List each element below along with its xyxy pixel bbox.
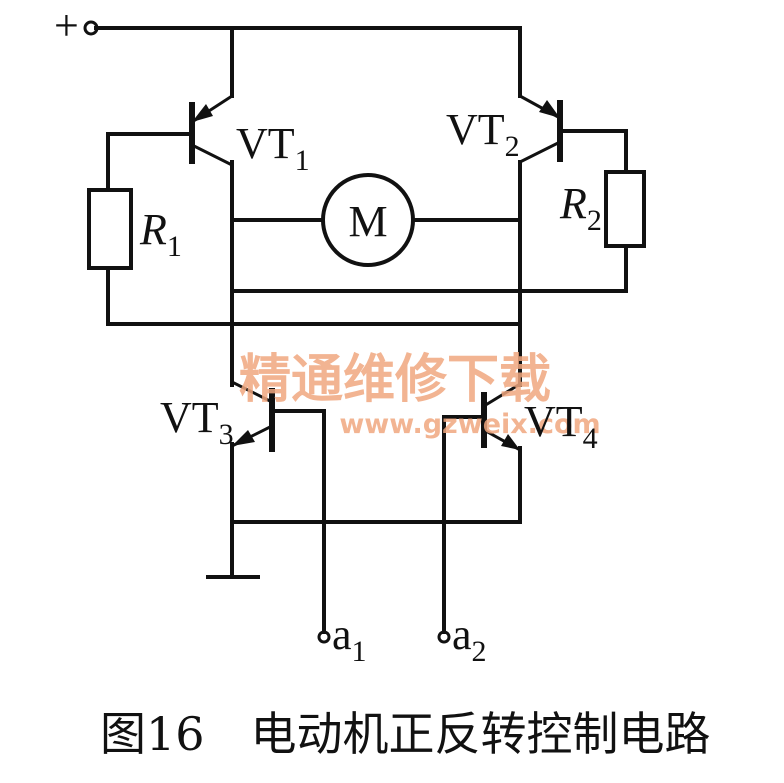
- r2-cross-wire: [230, 244, 628, 293]
- vt2-transistor-icon: [519, 94, 563, 164]
- figure-number: 图16: [100, 707, 205, 761]
- vt1-label: VT1: [236, 119, 310, 177]
- vt1-base-wire: [106, 132, 194, 192]
- r1-resistor-icon: [87, 188, 133, 270]
- vt1-transistor-icon: [189, 94, 233, 167]
- supply-terminal-icon: [83, 20, 99, 36]
- watermark-url: www.gzweix.com: [339, 409, 600, 440]
- motor-icon: [321, 173, 415, 267]
- vt4-transistor-icon: [481, 382, 521, 452]
- vt2-base-wire: [558, 129, 628, 174]
- r1-cross-wire: [106, 266, 522, 326]
- r2-resistor-icon: [604, 170, 646, 248]
- r1-label: R1: [139, 205, 182, 263]
- a2-terminal-icon: [437, 630, 451, 644]
- vt2-label: VT2: [446, 105, 520, 163]
- figure-title: 电动机正反转控制电路: [251, 707, 711, 761]
- watermark-text: 精通维修下载: [239, 350, 551, 410]
- a1-terminal-icon: [317, 630, 331, 644]
- vt4-label: VT4: [524, 397, 598, 455]
- vt3-transistor-icon: [231, 380, 275, 452]
- a2-label: a2: [452, 610, 487, 668]
- vt4-base-wire: [442, 415, 486, 634]
- figure-caption: 图16 电动机正反转控制电路: [100, 707, 711, 761]
- vt3-label: VT3: [160, 393, 234, 451]
- vt3-base-wire: [270, 409, 326, 634]
- supply-label: +: [54, 1, 79, 50]
- r2-label: R2: [559, 179, 602, 237]
- motor-label: M: [348, 197, 387, 246]
- a1-label: a1: [332, 610, 367, 668]
